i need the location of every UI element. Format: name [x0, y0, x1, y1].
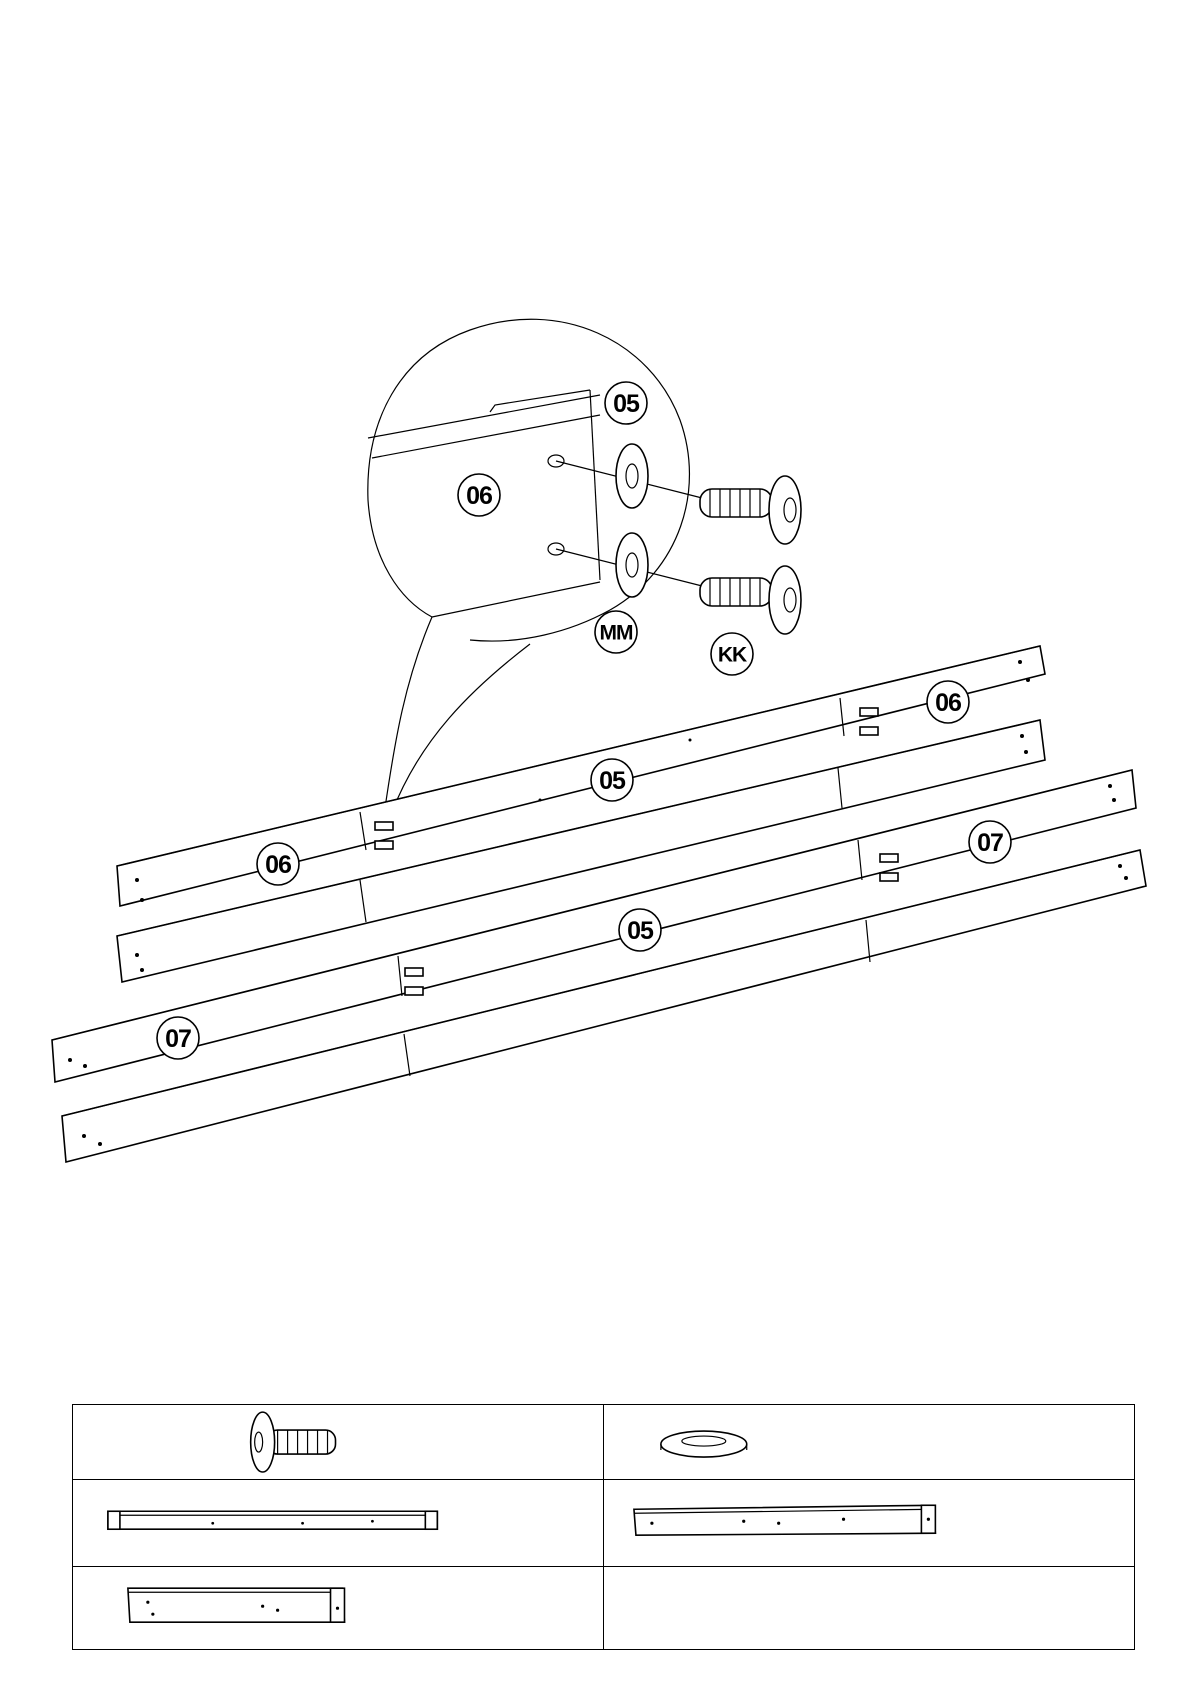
bolt-detail-icon	[700, 476, 801, 544]
callout-kk: KK	[711, 633, 753, 675]
callout-06-left: 06	[257, 843, 299, 885]
callout-05-middle: 05	[619, 909, 661, 951]
washer-detail-icon	[616, 444, 648, 508]
svg-text:06: 06	[265, 851, 291, 879]
svg-text:05: 05	[613, 390, 640, 418]
bolt-icon	[73, 1405, 603, 1479]
svg-text:KK: KK	[718, 644, 747, 667]
svg-text:07: 07	[977, 829, 1003, 857]
rail-06-icon	[604, 1480, 1134, 1565]
parts-cell-rail-05	[73, 1480, 604, 1566]
svg-text:05: 05	[599, 767, 626, 795]
callout-07-left: 07	[157, 1017, 199, 1059]
svg-text:07: 07	[165, 1025, 191, 1053]
washer-icon	[604, 1405, 1134, 1479]
rail-07-icon	[73, 1567, 603, 1649]
callout-06-right: 06	[927, 681, 969, 723]
callout-07-right: 07	[969, 821, 1011, 863]
callout-05-top: 05	[591, 759, 633, 801]
svg-text:MM: MM	[600, 622, 633, 645]
parts-cell-empty	[604, 1566, 1135, 1649]
svg-text:06: 06	[935, 689, 961, 717]
parts-cell-bolt	[73, 1405, 604, 1480]
callout-06-detail: 06	[458, 474, 500, 516]
parts-cell-rail-06	[604, 1480, 1135, 1566]
parts-table	[72, 1404, 1135, 1650]
callout-05-detail: 05	[605, 382, 647, 424]
parts-cell-rail-07	[73, 1566, 604, 1649]
svg-text:05: 05	[627, 917, 654, 945]
svg-text:06: 06	[466, 482, 492, 510]
callout-mm: MM	[595, 611, 637, 653]
rail-05-icon	[73, 1480, 603, 1565]
parts-cell-washer	[604, 1405, 1135, 1480]
